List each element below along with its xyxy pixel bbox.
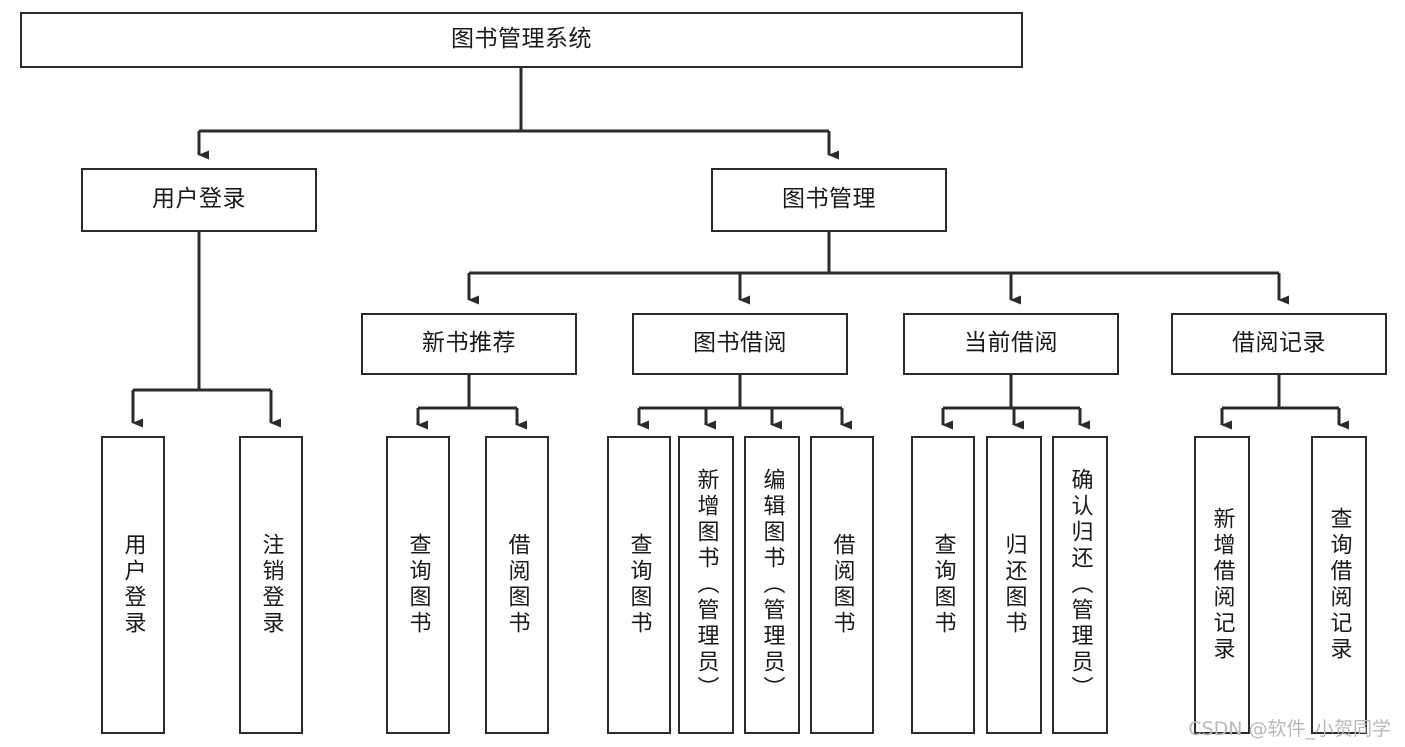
csdn-watermark: CSDN @软件_小贺同学 <box>1188 718 1391 740</box>
node-leaf-user-login[interactable]: 用户登录 <box>101 436 165 734</box>
node-leaf-user-logout-label: 注销登录 <box>258 533 284 637</box>
node-leaf-add-borrow-record-label: 新增借阅记录 <box>1209 507 1235 663</box>
node-new-book-rec-label: 新书推荐 <box>422 330 516 357</box>
connector-borrowrecord-to-leaves <box>1220 375 1349 430</box>
node-leaf-user-login-label: 用户登录 <box>120 533 146 637</box>
node-leaf-query-book-rec-label: 查询图书 <box>405 533 431 637</box>
node-leaf-confirm-return[interactable]: 确认归还（管理员） <box>1052 436 1108 734</box>
connector-userlogin-to-leaves <box>131 232 281 428</box>
node-book-manage-label: 图书管理 <box>782 186 876 213</box>
node-leaf-confirm-return-label: 确认归还（管理员） <box>1067 468 1093 702</box>
node-leaf-query-book-rec[interactable]: 查询图书 <box>386 436 450 734</box>
node-leaf-borrow-book-rec[interactable]: 借阅图书 <box>485 436 549 734</box>
node-leaf-query-borrow-record-label: 查询借阅记录 <box>1326 507 1352 663</box>
node-leaf-query-book-current[interactable]: 查询图书 <box>911 436 975 734</box>
node-book-manage[interactable]: 图书管理 <box>711 168 947 232</box>
connector-currentborrow-to-leaves <box>941 375 1090 430</box>
node-leaf-add-borrow-record[interactable]: 新增借阅记录 <box>1194 436 1250 734</box>
node-leaf-return-book[interactable]: 归还图书 <box>986 436 1042 734</box>
node-leaf-borrow-book-rec-label: 借阅图书 <box>504 533 530 637</box>
node-current-borrow-label: 当前借阅 <box>964 330 1058 357</box>
connector-bookborrow-to-leaves <box>637 375 852 430</box>
node-user-login[interactable]: 用户登录 <box>81 168 317 232</box>
connector-newbookrec-to-leaves <box>416 375 527 430</box>
node-root[interactable]: 图书管理系统 <box>20 12 1023 68</box>
node-leaf-borrow-book[interactable]: 借阅图书 <box>810 436 874 734</box>
node-root-label: 图书管理系统 <box>451 26 592 53</box>
node-leaf-user-logout[interactable]: 注销登录 <box>239 436 303 734</box>
node-user-login-label: 用户登录 <box>152 186 246 213</box>
node-leaf-query-book-borrow-label: 查询图书 <box>626 533 652 637</box>
node-leaf-borrow-book-label: 借阅图书 <box>829 533 855 637</box>
connector-root-to-level2 <box>197 68 839 160</box>
node-borrow-record[interactable]: 借阅记录 <box>1171 313 1387 375</box>
node-leaf-return-book-label: 归还图书 <box>1001 533 1027 637</box>
node-book-borrow[interactable]: 图书借阅 <box>632 313 848 375</box>
node-leaf-add-book[interactable]: 新增图书（管理员） <box>678 436 734 734</box>
node-leaf-query-book-current-label: 查询图书 <box>930 533 956 637</box>
node-leaf-query-book-borrow[interactable]: 查询图书 <box>607 436 671 734</box>
node-leaf-edit-book[interactable]: 编辑图书（管理员） <box>744 436 800 734</box>
node-borrow-record-label: 借阅记录 <box>1232 330 1326 357</box>
node-book-borrow-label: 图书借阅 <box>693 330 787 357</box>
node-leaf-add-book-label: 新增图书（管理员） <box>693 468 719 702</box>
connector-bookmanage-to-level3 <box>467 232 1289 305</box>
node-new-book-rec[interactable]: 新书推荐 <box>361 313 577 375</box>
node-leaf-edit-book-label: 编辑图书（管理员） <box>759 468 785 702</box>
node-leaf-query-borrow-record[interactable]: 查询借阅记录 <box>1311 436 1367 734</box>
node-current-borrow[interactable]: 当前借阅 <box>903 313 1119 375</box>
